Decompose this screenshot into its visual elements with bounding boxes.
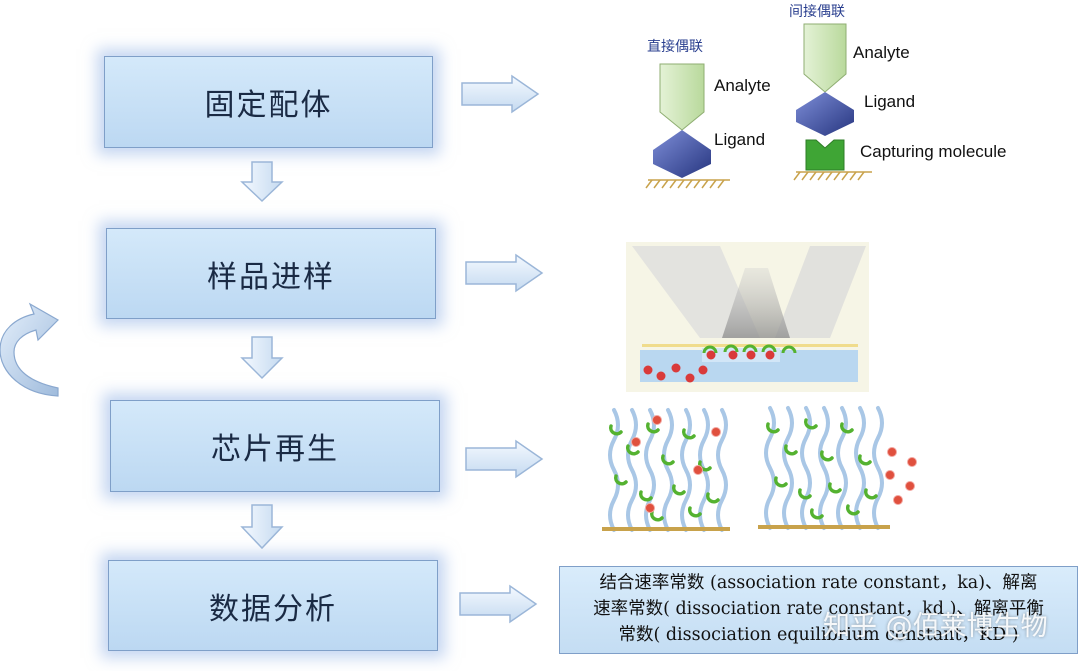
step-data-analysis: 数据分析 [108,560,438,651]
analyte-shape-direct [659,63,705,131]
right-arrow-2 [465,253,544,293]
free-analyte-particles [643,363,708,383]
result-line-3: 常数( dissociation equilibrium constant，KD… [618,625,1019,645]
right-arrow-4 [459,584,538,624]
analyte-label-direct: Analyte [714,76,771,95]
watermark: 知乎 @佰莱博生物 [823,611,1048,642]
step-label: 固定配体 [204,88,333,123]
surface-direct [645,179,730,189]
loop-arrow [0,302,59,397]
surface-indirect [793,171,872,181]
step-label: 芯片再生 [211,432,339,467]
capturing-molecule-label: Capturing molecule [860,142,1007,161]
ligand-bound-particles [702,344,797,360]
right-arrow-3 [465,439,544,479]
step-chip-regeneration: 芯片再生 [110,400,440,492]
step-sample-injection: 样品进样 [106,228,436,319]
step-label: 样品进样 [207,259,335,295]
ligand-label-indirect: Ligand [864,92,916,111]
kinetic-constants-box: 结合速率常数 (association rate constant，ka)、解离… [559,566,1078,654]
step-immobilize-ligand: 固定配体 [104,56,433,148]
ligand-shape-direct [653,130,711,178]
capturing-shape [805,139,845,171]
analyte-label-indirect: Analyte [853,43,910,62]
ligand-label-direct: Ligand [714,130,766,149]
right-arrow-1 [461,74,540,114]
down-arrow-1 [240,161,284,203]
ligand-shape-indirect [796,92,854,136]
analyte-shape-indirect [803,23,847,93]
result-line-2: 速率常数( dissociation rate constant，kd )、解离… [593,599,1044,619]
direct-coupling-title: 直接偶联 [647,39,703,55]
step-label: 数据分析 [209,591,337,627]
down-arrow-2 [240,336,284,380]
indirect-coupling-title: 间接偶联 [789,4,845,20]
result-line-1: 结合速率常数 (association rate constant，ka)、解离 [599,573,1038,593]
down-arrow-3 [240,504,284,550]
